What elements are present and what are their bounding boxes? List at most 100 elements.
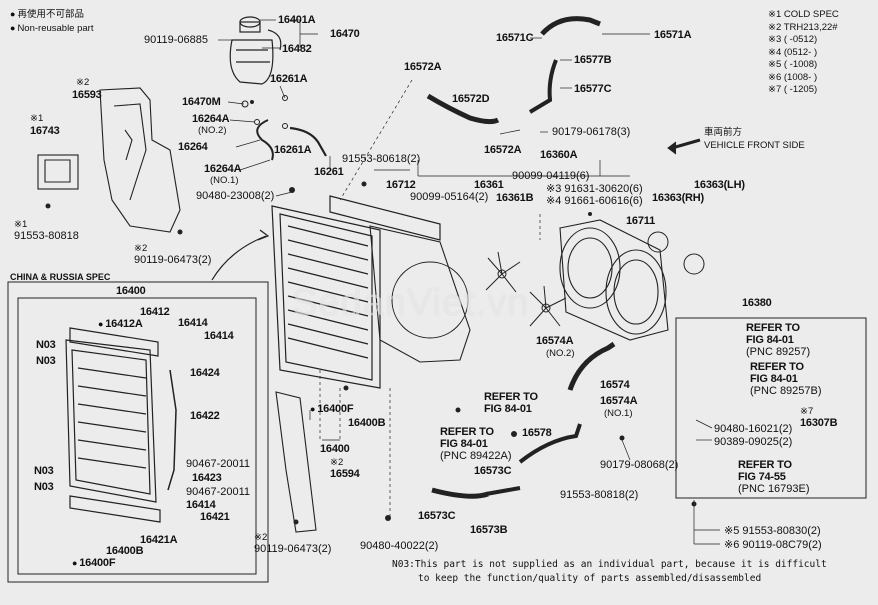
part-n03-d[interactable]: N03 — [34, 481, 54, 493]
part-16264[interactable]: 16264 — [178, 141, 208, 153]
hose-16572d — [426, 93, 500, 125]
part-16711[interactable]: 16711 — [626, 215, 655, 227]
part-16574[interactable]: 16574 — [600, 379, 630, 391]
part-16573b[interactable]: 16573B — [470, 524, 508, 536]
part-16361b[interactable]: 16361B — [496, 192, 534, 204]
part-16412a[interactable]: 16412A — [98, 319, 143, 330]
part-90179-06178[interactable]: 90179-06178(3) — [552, 126, 631, 138]
label-no1: (NO.1) — [210, 175, 239, 186]
part-16400b-box[interactable]: 16400B — [106, 545, 144, 557]
part-16572d[interactable]: 16572D — [452, 93, 490, 105]
part-16577c[interactable]: 16577C — [574, 83, 612, 95]
part-91661-60616[interactable]: ※4 91661-60616(6) — [546, 195, 643, 207]
part-16261a-top[interactable]: 16261A — [270, 73, 308, 85]
refer-fig-74-55-l1[interactable]: REFER TO — [738, 459, 792, 471]
part-16577b[interactable]: 16577B — [574, 54, 612, 66]
part-16363rh[interactable]: 16363(RH) — [652, 192, 705, 204]
refer-84-01-b-l2[interactable]: FIG 84-01 — [440, 438, 488, 450]
part-16573c-b[interactable]: 16573C — [418, 510, 456, 522]
note-16743: ※1 — [30, 113, 44, 124]
refer-pnc-89257-l3[interactable]: (PNC 89257) — [746, 346, 811, 358]
part-16423[interactable]: 16423 — [192, 472, 222, 484]
part-16400f-box[interactable]: 16400F — [72, 558, 115, 569]
part-16363lh[interactable]: 16363(LH) — [694, 179, 745, 191]
part-16261a-mid[interactable]: 16261A — [274, 144, 312, 156]
china-spec-frame — [7, 281, 269, 583]
part-16594[interactable]: 16594 — [330, 468, 360, 480]
part-91553-80818-b[interactable]: 91553-80818(2) — [560, 489, 639, 501]
part-16743[interactable]: 16743 — [30, 125, 60, 137]
part-90099-04119[interactable]: 90099-04119(6) — [512, 170, 590, 182]
part-n03-a[interactable]: N03 — [36, 339, 56, 351]
part-n03-b[interactable]: N03 — [36, 355, 56, 367]
part-16572a-top[interactable]: 16572A — [404, 61, 442, 73]
part-91553-80618[interactable]: 91553-80618(2) — [342, 153, 421, 165]
front-arrow — [671, 138, 701, 150]
part-16400-main[interactable]: 16400 — [320, 443, 350, 455]
part-16421[interactable]: 16421 — [200, 511, 230, 523]
refer-84-01-a-l1[interactable]: REFER TO — [484, 391, 538, 403]
refer-pnc-89257-l1[interactable]: REFER TO — [746, 322, 800, 334]
part-16712[interactable]: 16712 — [386, 179, 416, 191]
refer-84-01-b-l3[interactable]: (PNC 89422A) — [440, 450, 512, 462]
part-91553-80830[interactable]: ※5 91553-80830(2) — [724, 525, 821, 537]
part-n03-c[interactable]: N03 — [34, 465, 54, 477]
part-90119-06473[interactable]: 90119-06473(2) — [134, 254, 212, 266]
part-16380[interactable]: 16380 — [742, 297, 772, 309]
refer-84-01-b-l1[interactable]: REFER TO — [440, 426, 494, 438]
part-90480-23008[interactable]: 90480-23008(2) — [196, 190, 275, 202]
part-16261[interactable]: 16261 — [314, 166, 344, 178]
part-16400f[interactable]: 16400F — [310, 404, 353, 415]
part-16414-b[interactable]: 16414 — [204, 330, 234, 342]
refer-pnc-89257b-l1[interactable]: REFER TO — [750, 361, 804, 373]
part-16414-a[interactable]: 16414 — [178, 317, 208, 329]
refer-fig-74-55-l2[interactable]: FIG 74-55 — [738, 471, 786, 483]
part-16482[interactable]: 16482 — [282, 43, 312, 55]
part-90119-06473-b[interactable]: 90119-06473(2) — [254, 543, 332, 555]
part-16470[interactable]: 16470 — [330, 28, 360, 40]
part-90119-06885[interactable]: 90119-06885 — [144, 34, 209, 46]
refer-84-01-a-l2[interactable]: FIG 84-01 — [484, 403, 532, 415]
part-16307b[interactable]: 16307B — [800, 417, 838, 429]
label-no2-b: (NO.2) — [546, 348, 575, 359]
refer-pnc-89257-l2[interactable]: FIG 84-01 — [746, 334, 794, 346]
part-16264a-no1[interactable]: 16264A — [204, 163, 242, 175]
part-90099-05164[interactable]: 90099-05164(2) — [410, 191, 489, 203]
refer-fig-74-55-l3[interactable]: (PNC 16793E) — [738, 483, 810, 495]
part-16470m[interactable]: 16470M — [182, 96, 221, 108]
part-16400b[interactable]: 16400B — [348, 417, 386, 429]
part-16571a[interactable]: 16571A — [654, 29, 692, 41]
part-90467-20011-b[interactable]: 90467-20011 — [186, 486, 251, 498]
part-90119-08c79[interactable]: ※6 90119-08C79(2) — [724, 539, 822, 551]
china-inner-frame — [17, 297, 257, 575]
part-16360a[interactable]: 16360A — [540, 149, 578, 161]
note-16594: ※2 — [330, 457, 344, 468]
part-16424[interactable]: 16424 — [190, 367, 220, 379]
detail-arrow — [211, 235, 267, 281]
part-16264a-no2[interactable]: 16264A — [192, 113, 230, 125]
part-16361[interactable]: 16361 — [474, 179, 504, 191]
part-16571c[interactable]: 16571C — [496, 32, 534, 44]
part-16593[interactable]: 16593 — [72, 89, 102, 101]
part-16578[interactable]: 16578 — [522, 427, 552, 439]
part-16422[interactable]: 16422 — [190, 410, 220, 422]
part-90480-40022[interactable]: 90480-40022(2) — [360, 540, 439, 552]
part-90480-16021[interactable]: 90480-16021(2) — [714, 423, 793, 435]
refer-pnc-89257b-l2[interactable]: FIG 84-01 — [750, 373, 798, 385]
part-16400-box[interactable]: 16400 — [116, 285, 146, 297]
part-90389-09025[interactable]: 90389-09025(2) — [714, 436, 793, 448]
part-90467-20011-a[interactable]: 90467-20011 — [186, 458, 251, 470]
part-16412[interactable]: 16412 — [140, 306, 170, 318]
part-16414-c[interactable]: 16414 — [186, 499, 216, 511]
part-16572a-low[interactable]: 16572A — [484, 144, 522, 156]
part-90179-08068[interactable]: 90179-08068(2) — [600, 459, 679, 471]
part-16574a-no2[interactable]: 16574A — [536, 335, 574, 347]
refer-pnc-89257b-l3[interactable]: (PNC 89257B) — [750, 385, 822, 397]
part-16574a-no1[interactable]: 16574A — [600, 395, 638, 407]
watermark: SedanViet.vn — [292, 282, 530, 324]
part-91631-30620[interactable]: ※3 91631-30620(6) — [546, 183, 643, 195]
part-16401a[interactable]: 16401A — [278, 14, 316, 26]
part-16573c-a[interactable]: 16573C — [474, 465, 512, 477]
part-91553-80818[interactable]: 91553-80818 — [14, 230, 79, 242]
part-16421a[interactable]: 16421A — [140, 534, 178, 546]
